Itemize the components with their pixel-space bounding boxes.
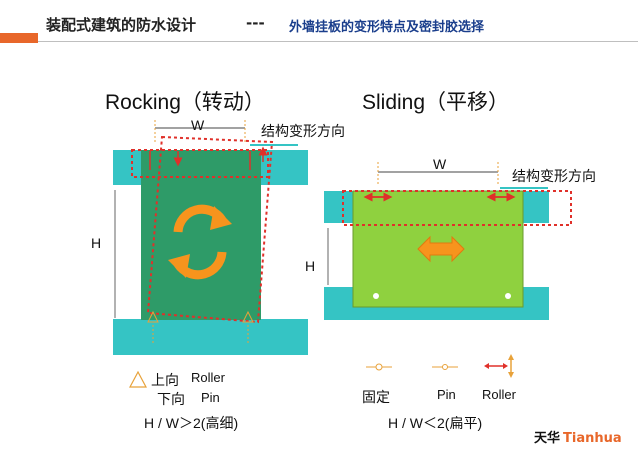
logo-en: Tianhua [563, 431, 622, 446]
header-accent-bar [0, 33, 38, 43]
title-separator: --- [246, 14, 265, 32]
sliding-heading: Sliding（平移） [362, 91, 510, 114]
slide-title: 装配式建筑的防水设计 [46, 16, 197, 34]
sliding-diagram [324, 162, 572, 320]
sliding-h-label: H [305, 258, 316, 274]
legend-up-label: 上向 [151, 372, 179, 388]
legend-roller-label: Roller [482, 387, 516, 402]
sliding-legend-symbols [366, 354, 514, 378]
rotation-arrows-icon [168, 204, 232, 280]
sliding-pin-dot [505, 293, 511, 299]
logo-cn: 天华 [534, 431, 561, 446]
rocking-rotated-outline [146, 135, 274, 324]
rocking-legend-symbols [129, 370, 147, 388]
legend-roller-label: Roller [191, 370, 225, 385]
rocking-direction-label: 结构变形方向 [261, 123, 345, 139]
sliding-shift-outline [342, 190, 572, 226]
sliding-pin-dot [373, 293, 379, 299]
rocking-heading: Rocking（转动） [105, 91, 265, 114]
rocking-panel [141, 150, 261, 320]
rocking-ratio: H / W＞2(高细) [144, 415, 239, 431]
double-arrow-icon [417, 235, 465, 263]
rocking-diagram [113, 120, 308, 355]
rocking-top-outline [131, 149, 269, 178]
legend-pin-label: Pin [437, 387, 456, 402]
rocking-h-label: H [91, 235, 102, 251]
roller-icon [484, 354, 514, 378]
sliding-direction-label: 结构变形方向 [512, 168, 596, 184]
rocking-support-triangle [242, 310, 254, 323]
header-divider [38, 41, 638, 42]
slide-subtitle: 外墙挂板的变形特点及密封胶选择 [289, 20, 485, 35]
sliding-w-label: W [433, 156, 447, 172]
pin-icon-circle [442, 364, 448, 370]
rocking-bottom-slab [113, 319, 308, 355]
legend-pin-label: Pin [201, 390, 220, 405]
legend-fixed-label: 固定 [362, 389, 390, 405]
legend-down-label: 下向 [157, 391, 185, 407]
fixed-icon-circle [375, 363, 383, 371]
slide-header: 装配式建筑的防水设计 --- 外墙挂板的变形特点及密封胶选择 [0, 0, 640, 44]
up-triangle-icon [129, 370, 147, 388]
sliding-ratio: H / W＜2(扁平) [388, 415, 483, 431]
rocking-w-label: W [191, 117, 205, 133]
rocking-support-triangle [147, 310, 159, 323]
